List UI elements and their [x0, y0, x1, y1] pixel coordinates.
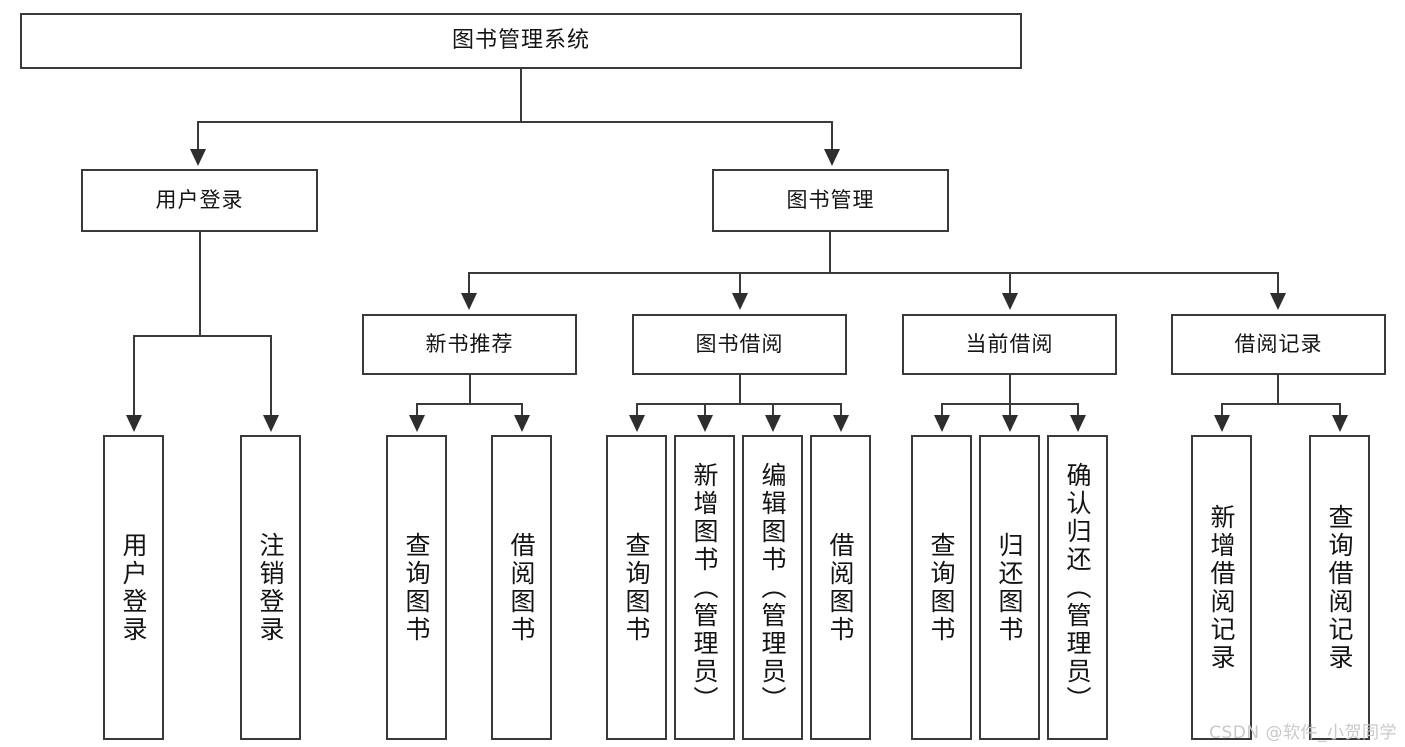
node-current-borrow[interactable]: 当前借阅 [902, 314, 1117, 375]
arrowhead-to-borrow-book [732, 293, 748, 310]
csdn-watermark: CSDN @软件_小贺同学 [1209, 723, 1397, 743]
leaf-borrow-edit-book-admin[interactable]: 编辑图书（管理员） [742, 435, 803, 740]
connector-new-book-bus [416, 403, 523, 405]
connector-level2-bus [197, 121, 833, 123]
connector-current-borrow-stem [1009, 375, 1011, 404]
connector-borrow-record-stem [1277, 375, 1279, 404]
leaf-label: 新增图书（管理员） [690, 461, 719, 714]
leaf-label: 用户登录 [119, 531, 148, 644]
leaf-current-query-book[interactable]: 查询图书 [911, 435, 972, 740]
connector-borrow-record-bus [1221, 403, 1340, 405]
connector-to-user-login [197, 121, 199, 151]
node-book-borrow[interactable]: 图书借阅 [632, 314, 847, 375]
leaf-current-return-book[interactable]: 归还图书 [979, 435, 1040, 740]
connector-user-login-stem [199, 232, 201, 336]
connector-book-borrow-drop-1 [636, 403, 638, 417]
arrowhead-book-borrow-leaf-1 [629, 415, 645, 432]
leaf-record-query[interactable]: 查询借阅记录 [1309, 435, 1370, 740]
connector-to-borrow-record [1277, 272, 1279, 294]
leaf-label: 新增借阅记录 [1207, 503, 1236, 672]
leaf-label: 确认归还（管理员） [1063, 461, 1092, 714]
connector-to-borrow-book [739, 272, 741, 294]
leaf-borrow-book[interactable]: 借阅图书 [810, 435, 871, 740]
leaf-record-add[interactable]: 新增借阅记录 [1191, 435, 1252, 740]
leaf-new-book-borrow[interactable]: 借阅图书 [491, 435, 552, 740]
arrowhead-current-borrow-leaf-3 [1070, 415, 1086, 432]
arrowhead-user-login-leaf-2 [263, 415, 279, 432]
connector-book-borrow-drop-2 [704, 403, 706, 417]
connector-level3-bus [468, 272, 1279, 274]
leaf-borrow-query-book[interactable]: 查询图书 [606, 435, 667, 740]
node-user-login[interactable]: 用户登录 [81, 169, 318, 232]
node-borrow-record[interactable]: 借阅记录 [1171, 314, 1386, 375]
arrowhead-borrow-record-leaf-1 [1214, 415, 1230, 432]
connector-current-borrow-drop-2 [1009, 403, 1011, 417]
node-root-system[interactable]: 图书管理系统 [20, 13, 1022, 69]
arrowhead-current-borrow-leaf-2 [1002, 415, 1018, 432]
connector-borrow-record-drop-2 [1339, 403, 1341, 417]
leaf-label: 编辑图书（管理员） [758, 461, 787, 714]
connector-book-manage-stem [829, 232, 831, 273]
arrowhead-to-borrow-record [1270, 293, 1286, 310]
arrowhead-new-book-leaf-1 [409, 415, 425, 432]
connector-book-borrow-drop-3 [772, 403, 774, 417]
leaf-user-login[interactable]: 用户登录 [103, 435, 164, 740]
leaf-current-confirm-return-admin[interactable]: 确认归还（管理员） [1047, 435, 1108, 740]
arrowhead-to-book-manage [824, 149, 840, 166]
arrowhead-new-book-leaf-2 [514, 415, 530, 432]
connector-to-current-borrow [1009, 272, 1011, 294]
connector-to-book-manage [831, 121, 833, 151]
arrowhead-borrow-record-leaf-2 [1332, 415, 1348, 432]
connector-current-borrow-drop-3 [1077, 403, 1079, 417]
connector-book-borrow-bus [636, 403, 842, 405]
connector-borrow-record-drop-1 [1221, 403, 1223, 417]
leaf-logout[interactable]: 注销登录 [240, 435, 301, 740]
leaf-label: 查询借阅记录 [1325, 503, 1354, 672]
leaf-label: 查询图书 [622, 531, 651, 644]
leaf-label: 注销登录 [256, 531, 285, 644]
leaf-borrow-add-book-admin[interactable]: 新增图书（管理员） [674, 435, 735, 740]
arrowhead-book-borrow-leaf-4 [833, 415, 849, 432]
connector-user-login-drop-2 [270, 335, 272, 417]
arrowhead-user-login-leaf-1 [126, 415, 142, 432]
leaf-label: 借阅图书 [507, 531, 536, 644]
arrowhead-to-new-book [461, 293, 477, 310]
connector-to-new-book [468, 272, 470, 294]
node-book-manage[interactable]: 图书管理 [712, 169, 949, 232]
arrowhead-to-current-borrow [1002, 293, 1018, 310]
leaf-new-book-query[interactable]: 查询图书 [386, 435, 447, 740]
connector-user-login-bus [133, 335, 272, 337]
arrowhead-book-borrow-leaf-3 [765, 415, 781, 432]
node-new-book-recommend[interactable]: 新书推荐 [362, 314, 577, 375]
arrowhead-book-borrow-leaf-2 [697, 415, 713, 432]
arrowhead-to-user-login [190, 149, 206, 166]
connector-current-borrow-drop-1 [941, 403, 943, 417]
connector-new-book-stem [469, 375, 471, 404]
leaf-label: 借阅图书 [826, 531, 855, 644]
connector-new-book-drop-1 [416, 403, 418, 417]
connector-book-borrow-drop-4 [840, 403, 842, 417]
connector-book-borrow-stem [739, 375, 741, 404]
arrowhead-current-borrow-leaf-1 [934, 415, 950, 432]
leaf-label: 查询图书 [402, 531, 431, 644]
connector-root-stem [520, 69, 522, 122]
connector-new-book-drop-2 [521, 403, 523, 417]
connector-user-login-drop-1 [133, 335, 135, 417]
leaf-label: 归还图书 [995, 531, 1024, 644]
leaf-label: 查询图书 [927, 531, 956, 644]
